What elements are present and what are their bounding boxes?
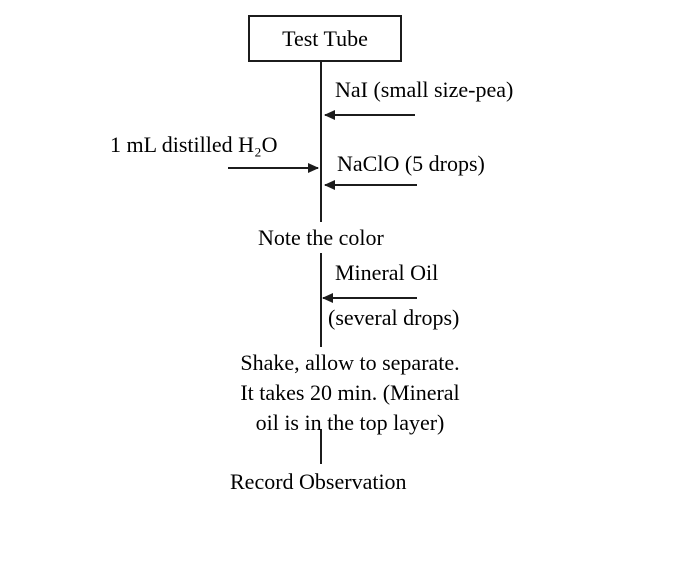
nai-arrow-left-icon <box>324 110 415 120</box>
process-line-segment-3 <box>320 429 322 464</box>
distilled-water-label: 1 mL distilled H₂O <box>110 132 278 157</box>
water-arrow-right-icon <box>228 163 319 173</box>
process-line-segment-1 <box>320 62 322 222</box>
mineral-oil-drops-label: (several drops) <box>328 305 460 330</box>
naclo-label: NaClO (5 drops) <box>337 151 485 176</box>
nai-label: NaI (small size-pea) <box>335 77 514 102</box>
process-line-segment-2 <box>320 253 322 347</box>
shake-step-text: Shake, allow to separate. It takes 20 mi… <box>212 348 488 438</box>
shake-step-line-3: oil is in the top layer) <box>255 410 445 435</box>
naclo-arrow-left-icon <box>324 180 417 190</box>
test-tube-box: Test Tube <box>248 15 402 62</box>
note-color-step-label: Note the color <box>258 225 384 250</box>
mineral-oil-arrow-left-icon <box>322 293 417 303</box>
shake-step-line-1: Shake, allow to separate. <box>240 350 460 375</box>
shake-step-line-2: It takes 20 min. (Mineral <box>240 380 460 405</box>
mineral-oil-label: Mineral Oil <box>335 260 439 285</box>
record-observation-label: Record Observation <box>230 469 407 494</box>
test-tube-label: Test Tube <box>282 25 368 51</box>
